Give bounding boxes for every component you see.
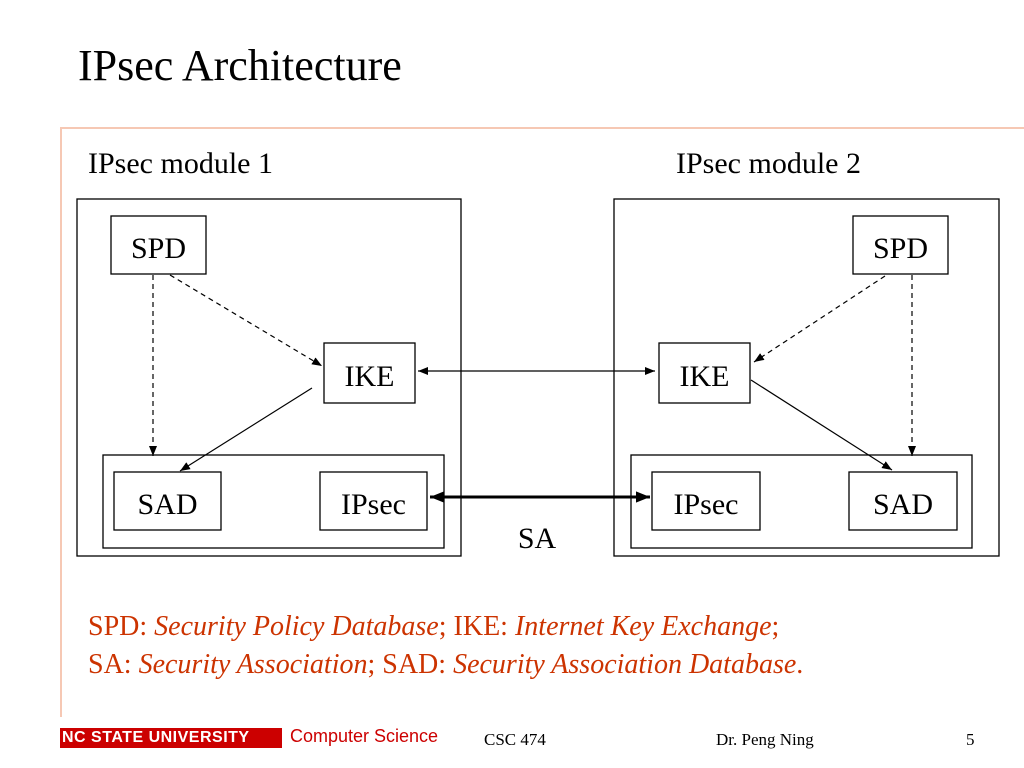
module1-sad-box xyxy=(113,471,222,531)
module1-ipsec-box xyxy=(319,471,428,531)
module2-sad-label: SAD xyxy=(873,488,933,521)
module2-spd-box xyxy=(852,215,949,275)
legend-ike-term: ; IKE: xyxy=(438,611,515,642)
acronym-legend: SPD: Security Policy Database; IKE: Inte… xyxy=(88,608,803,684)
module1-spd-to-ike-arrow xyxy=(169,274,323,367)
module2-spd-to-ike-arrow xyxy=(753,275,886,363)
title-divider xyxy=(60,127,1024,129)
author-name: Dr. Peng Ning xyxy=(716,730,814,749)
module2-frame xyxy=(613,198,1000,557)
department-name: Computer Science xyxy=(290,726,439,746)
module2-ipsec-label: IPsec xyxy=(674,488,739,521)
ipsec-module-2: SPD IKE IPsec SAD xyxy=(613,198,1000,557)
legend-line-1: SPD: Security Policy Database; IKE: Inte… xyxy=(88,608,803,646)
module1-ike-label: IKE xyxy=(345,360,395,393)
module1-ike-box xyxy=(323,342,416,404)
legend-sa-term: SA: xyxy=(88,649,139,680)
legend-ike-definition: Internet Key Exchange xyxy=(514,611,772,642)
legend-sad-definition: Security Association Database xyxy=(453,649,797,680)
page-number: 5 xyxy=(966,730,975,749)
module1-spd-label: SPD xyxy=(131,232,186,265)
ipsec-architecture-diagram: IPsec module 1 IPsec module 2 SPD IKE SA… xyxy=(76,147,1000,557)
module1-ike-to-sad-arrow xyxy=(179,387,313,472)
module2-spd-label: SPD xyxy=(873,232,928,265)
module1-spd-box xyxy=(110,215,207,275)
module2-ipsec-box xyxy=(651,471,761,531)
legend-spd-term: SPD: xyxy=(88,611,155,642)
legend-line1-end: ; xyxy=(771,611,780,642)
module1-frame xyxy=(76,198,462,557)
ipsec-module-1: SPD IKE SAD IPsec xyxy=(76,198,462,557)
course-code: CSC 474 xyxy=(484,730,546,749)
module2-label: IPsec module 2 xyxy=(676,147,861,180)
university-wordmark: NC STATE UNIVERSITY xyxy=(60,728,282,748)
legend-line2-end: . xyxy=(796,649,804,680)
module1-sad-label: SAD xyxy=(137,488,197,521)
sa-label: SA xyxy=(518,522,557,555)
left-margin-divider xyxy=(60,127,62,717)
legend-spd-definition: Security Policy Database xyxy=(154,611,439,642)
legend-line-2: SA: Security Association; SAD: Security … xyxy=(88,646,803,684)
legend-sad-term: ; SAD: xyxy=(367,649,454,680)
module1-label: IPsec module 1 xyxy=(88,147,273,180)
slide-title: IPsec Architecture xyxy=(78,41,402,90)
module2-ike-label: IKE xyxy=(680,360,730,393)
module1-ipsec-label: IPsec xyxy=(341,488,406,521)
module2-ike-box xyxy=(658,342,751,404)
legend-sa-definition: Security Association xyxy=(138,649,368,680)
module2-ike-to-sad-arrow xyxy=(750,379,893,471)
module2-sad-box xyxy=(848,471,958,531)
